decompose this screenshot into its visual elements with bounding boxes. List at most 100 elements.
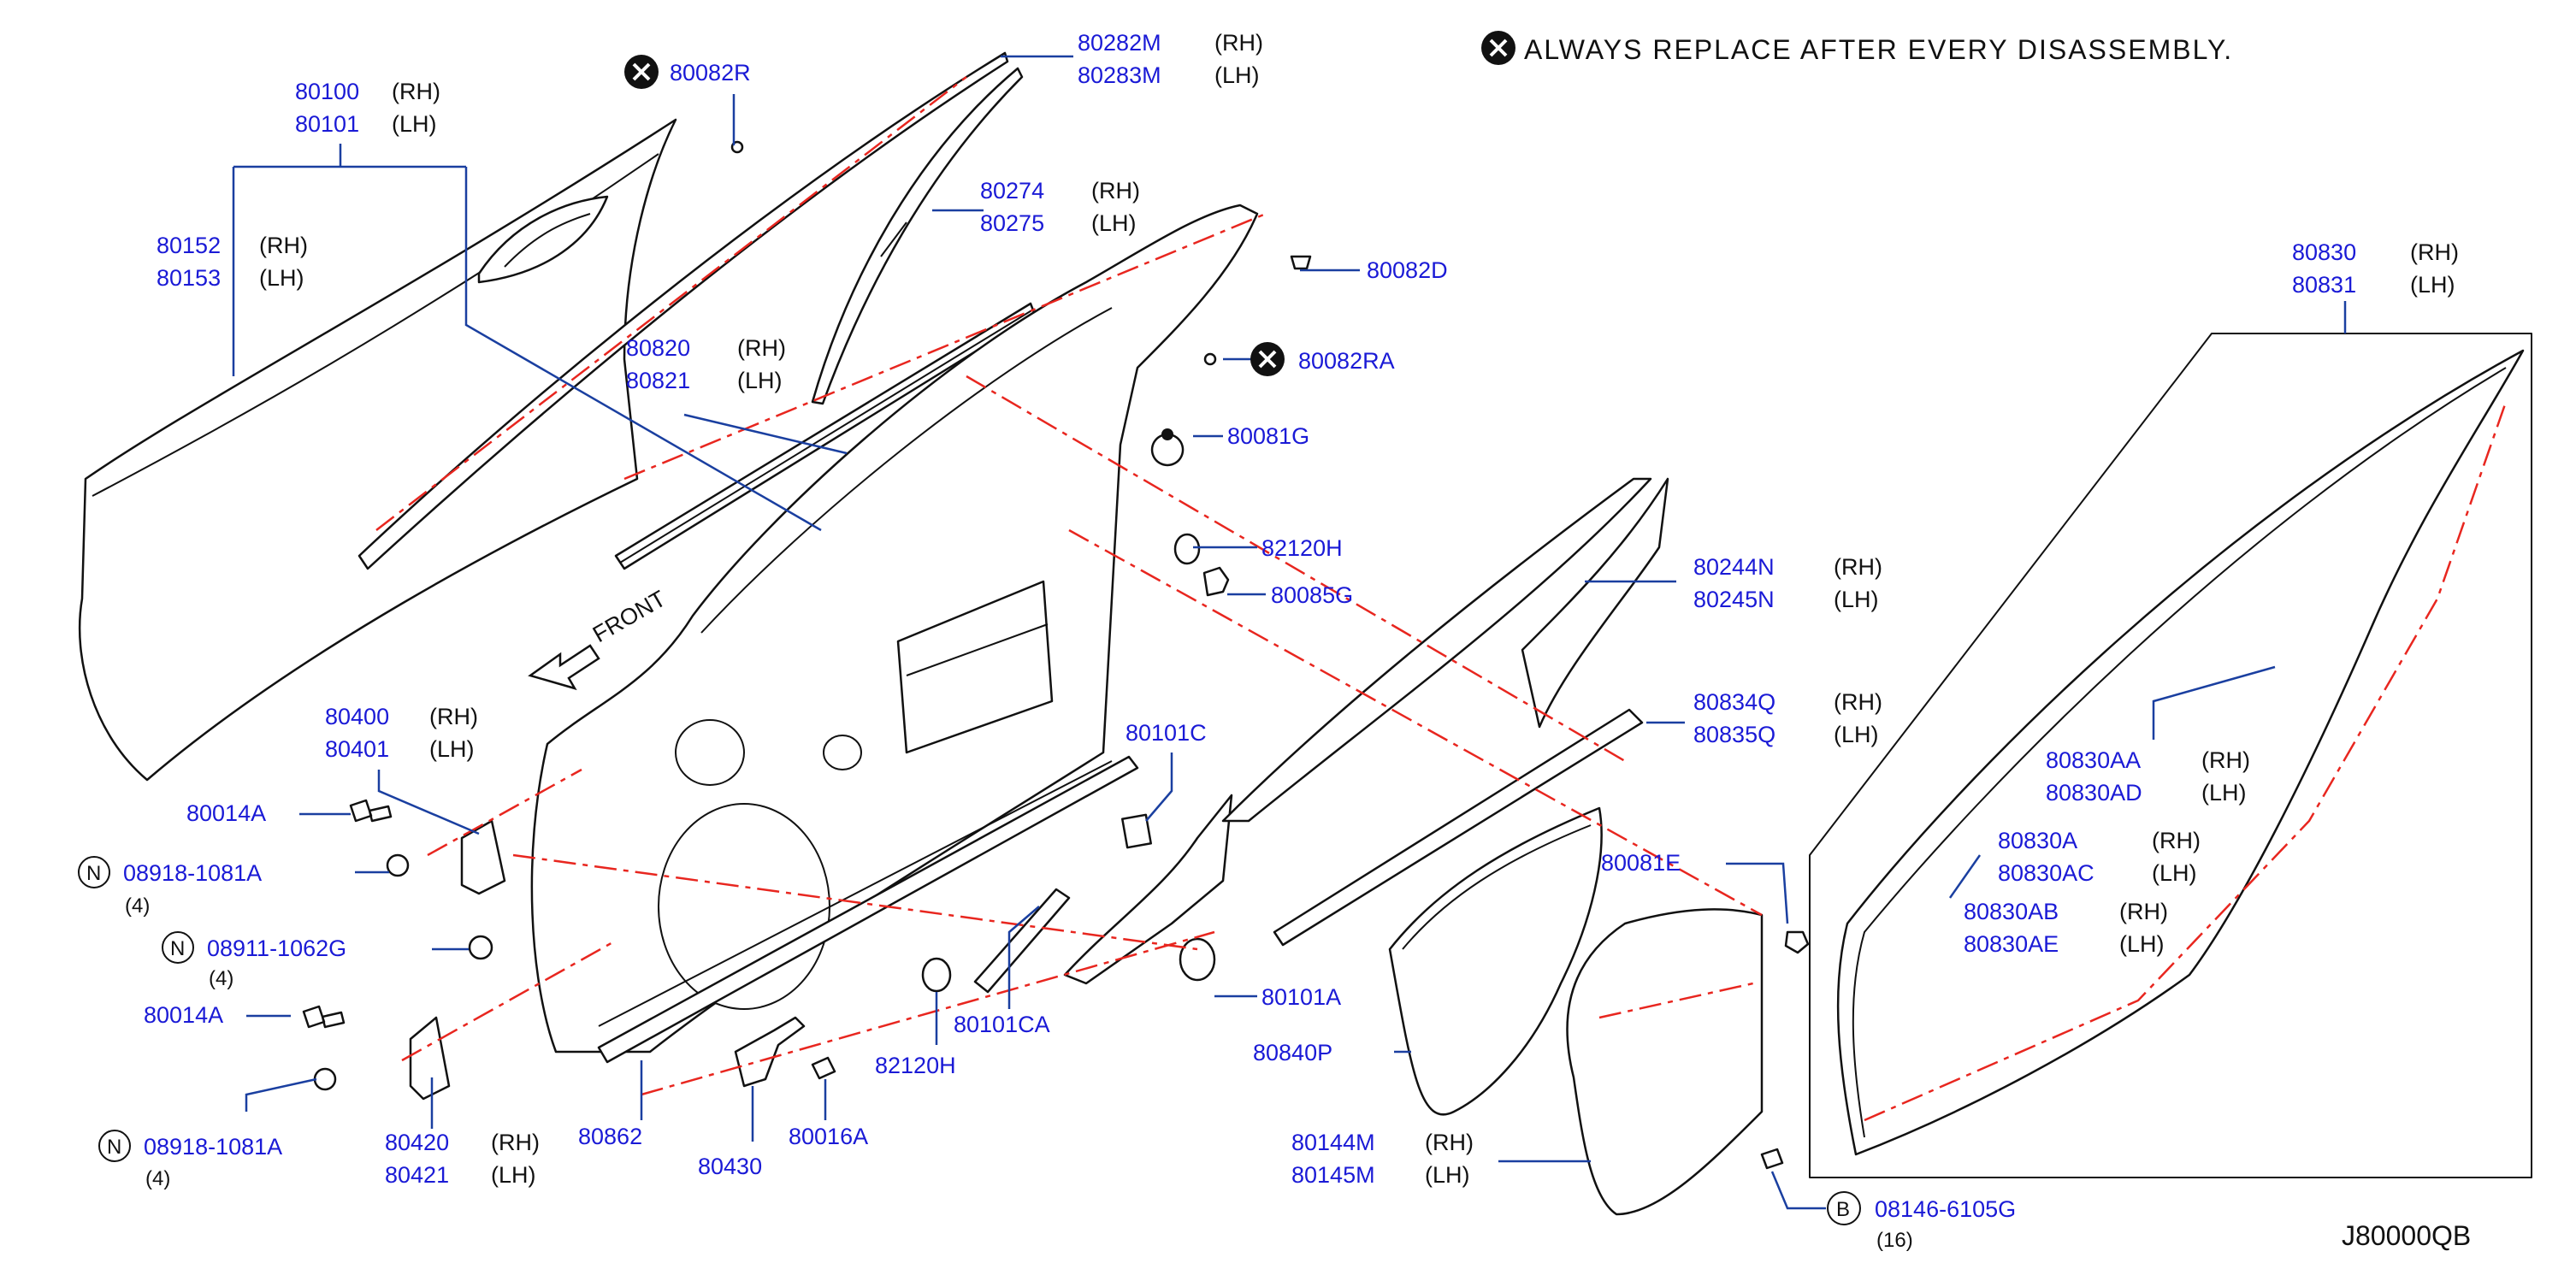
label-80274-pn: 80274 [980,178,1044,204]
label-80016A-pn: 80016A [789,1124,868,1149]
door-check-link [734,1016,836,1088]
door-seal-ring [1388,806,1603,1116]
door-trim-board [1566,908,1764,1216]
centerlines [375,76,2508,1122]
label-80283M-side: (LH) [1214,62,1260,88]
label-80420-side: (RH) [491,1130,540,1155]
part-labels: 80100 (RH) 80101 (LH) 80152 (RH) 80153 (… [78,30,2459,1252]
label-82120H-top-pn: 82120H [1261,535,1343,561]
svg-text:08918-1081A: 08918-1081A [144,1134,282,1160]
label-80831-side: (LH) [2410,272,2455,298]
label-80821-pn: 80821 [626,368,690,393]
svg-text:N: N [107,1136,121,1159]
label-80152-side: (RH) [259,233,308,258]
label-80830AC-pn: 80830AC [1998,860,2094,886]
label-80830AB-side: (RH) [2119,899,2168,924]
label-80275-side: (LH) [1091,210,1137,236]
label-80145M-side: (LH) [1425,1162,1470,1188]
label-80835Q-side: (LH) [1834,722,1879,747]
label-80421-pn: 80421 [385,1162,449,1188]
svg-text:(4): (4) [145,1167,170,1190]
label-80101-side: (LH) [392,111,437,137]
label-80282M-side: (RH) [1214,30,1263,56]
label-80834Q-side: (RH) [1834,689,1882,715]
label-80830A-side: (RH) [2152,828,2201,853]
label-80081G-pn: 80081G [1227,423,1309,449]
label-80400-pn: 80400 [325,704,389,729]
door-outer-panel [78,118,677,782]
label-80144M-side: (RH) [1425,1130,1474,1155]
label-80275-pn: 80275 [980,210,1044,236]
svg-text:N: N [86,862,101,885]
label-80014A-1-pn: 80014A [186,800,266,826]
label-80101CA-pn: 80101CA [954,1012,1050,1037]
hinge-bolts [302,799,493,1091]
label-80834Q-pn: 80834Q [1693,689,1775,715]
front-arrow-icon [528,644,600,691]
label-80082RA: 80082RA [1250,342,1395,376]
label-80830A-pn: 80830A [1998,828,2077,853]
label-80153-side: (LH) [259,265,304,291]
label-80830AB-pn: 80830AB [1964,899,2059,924]
label-08146-6105G: B 08146-6105G (16) [1827,1191,2016,1252]
label-80831-pn: 80831 [2292,272,2356,298]
svg-text:08918-1081A: 08918-1081A [123,860,262,886]
label-80400-side: (RH) [429,704,478,729]
label-80085G-pn: 80085G [1271,582,1353,608]
label-80421-side: (LH) [491,1162,536,1188]
label-80283M-pn: 80283M [1078,62,1161,88]
label-80830AE-side: (LH) [2119,931,2165,957]
label-80245N-pn: 80245N [1693,587,1775,612]
label-80862-pn: 80862 [578,1124,642,1149]
label-80100-side: (RH) [392,79,440,104]
label-80830AA-pn: 80830AA [2046,747,2141,773]
label-80145M-pn: 80145M [1291,1162,1375,1188]
label-80152-pn: 80152 [157,233,221,258]
svg-text:08911-1062G: 08911-1062G [207,936,346,961]
svg-text:(4): (4) [125,894,150,918]
label-80100-pn: 80100 [295,79,359,104]
label-80840P-pn: 80840P [1253,1040,1332,1065]
label-80830AC-side: (LH) [2152,860,2197,886]
label-08911-1062G: N 08911-1062G (4) [162,931,346,990]
label-80244N-pn: 80244N [1693,554,1775,580]
svg-text:(16): (16) [1876,1229,1913,1252]
svg-text:08146-6105G: 08146-6105G [1875,1196,2016,1222]
inner-weatherstrip [1273,708,1644,947]
label-80014A-2-pn: 80014A [144,1002,223,1028]
svg-text:FRONT: FRONT [588,586,671,647]
svg-text:B: B [1836,1198,1850,1221]
svg-text:80082RA: 80082RA [1298,348,1395,374]
label-80820-side: (RH) [737,335,786,361]
label-80420-pn: 80420 [385,1130,449,1155]
svg-text:N: N [170,937,185,960]
note-legend: ALWAYS REPLACE AFTER EVERY DISASSEMBLY. [1481,31,2233,65]
label-80082D-pn: 80082D [1367,257,1448,283]
label-80820-pn: 80820 [626,335,690,361]
seal-clips [730,140,1810,1170]
label-80401-pn: 80401 [325,736,389,762]
label-80101-pn: 80101 [295,111,359,137]
label-80274-side: (RH) [1091,178,1140,204]
sash-molding [357,51,1009,570]
label-80430-pn: 80430 [698,1154,762,1179]
glass-run-channel [1221,477,1669,823]
note-text: ALWAYS REPLACE AFTER EVERY DISASSEMBLY. [1524,34,2233,65]
svg-text:80082R: 80082R [670,60,751,86]
label-80821-side: (LH) [737,368,783,393]
label-80282M-pn: 80282M [1078,30,1161,56]
label-80081E-pn: 80081E [1601,850,1681,876]
label-80830AE-pn: 80830AE [1964,931,2059,957]
svg-text:(4): (4) [209,967,233,990]
label-80101A-pn: 80101A [1261,984,1341,1010]
label-08918-1081A-1: N 08918-1081A (4) [78,856,262,918]
door-hinge-upper [460,819,506,895]
label-80401-side: (LH) [429,736,475,762]
door-sill-strip [597,755,1139,1064]
label-80830AA-side: (RH) [2201,747,2250,773]
label-80244N-side: (RH) [1834,554,1882,580]
door-weatherstrip-box [1809,333,2532,1178]
label-80830AD-side: (LH) [2201,780,2247,806]
label-80144M-pn: 80144M [1291,1130,1375,1155]
